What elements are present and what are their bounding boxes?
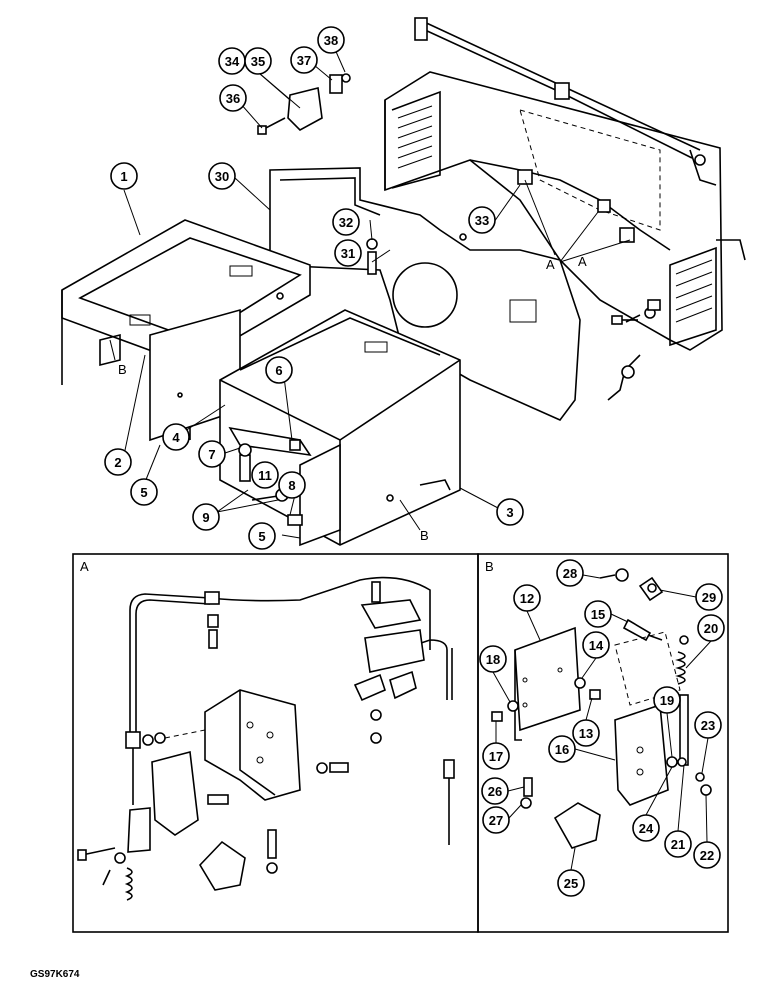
callout: 6 bbox=[265, 356, 293, 384]
callout: 11 bbox=[251, 461, 279, 489]
callout: 32 bbox=[332, 208, 360, 236]
svg-text:8: 8 bbox=[288, 478, 295, 493]
callout: 16 bbox=[548, 735, 576, 763]
callout: 29 bbox=[695, 583, 723, 611]
letter-label: B bbox=[118, 362, 127, 377]
callout: 33 bbox=[468, 206, 496, 234]
bolt-31-32 bbox=[366, 238, 641, 323]
callout: 25 bbox=[557, 869, 585, 897]
callout: 13 bbox=[572, 719, 600, 747]
callout: 37 bbox=[290, 46, 318, 74]
callout: 21 bbox=[664, 830, 692, 858]
svg-text:1: 1 bbox=[120, 169, 127, 184]
svg-text:14: 14 bbox=[589, 638, 604, 653]
svg-text:5: 5 bbox=[258, 529, 265, 544]
cowl-linkage bbox=[607, 315, 641, 401]
latch-assembly bbox=[257, 73, 351, 135]
callout: 2 bbox=[104, 448, 132, 476]
callout: 5 bbox=[248, 522, 276, 550]
svg-text:4: 4 bbox=[172, 430, 180, 445]
callout: 31 bbox=[334, 239, 362, 267]
panel-b-leaders bbox=[492, 574, 712, 871]
svg-text:27: 27 bbox=[489, 813, 503, 828]
svg-text:23: 23 bbox=[701, 718, 715, 733]
callout: 1 bbox=[110, 162, 138, 190]
svg-text:22: 22 bbox=[700, 848, 714, 863]
svg-text:13: 13 bbox=[579, 726, 593, 741]
callout: 17 bbox=[482, 742, 510, 770]
svg-text:16: 16 bbox=[555, 742, 569, 757]
svg-text:29: 29 bbox=[702, 590, 716, 605]
main-letters: A A B B bbox=[118, 254, 587, 543]
rear-cowl bbox=[384, 71, 723, 351]
svg-text:28: 28 bbox=[563, 566, 577, 581]
svg-text:3: 3 bbox=[506, 505, 513, 520]
svg-text:30: 30 bbox=[215, 169, 229, 184]
svg-text:26: 26 bbox=[488, 784, 502, 799]
callout: 5 bbox=[130, 478, 158, 506]
svg-text:2: 2 bbox=[114, 455, 121, 470]
svg-text:15: 15 bbox=[591, 607, 605, 622]
callout: 26 bbox=[481, 777, 509, 805]
bracket-assembly bbox=[228, 426, 341, 547]
svg-text:34: 34 bbox=[225, 54, 240, 69]
callout: 15 bbox=[584, 600, 612, 628]
svg-text:33: 33 bbox=[475, 213, 489, 228]
callout: 7 bbox=[198, 440, 226, 468]
callout: 8 bbox=[278, 471, 306, 499]
callout: 22 bbox=[693, 841, 721, 869]
callout: 19 bbox=[653, 686, 681, 714]
main-callouts: 1 2 3 4 5 5 6 7 8 9 11 30 31 32 33 34 35… bbox=[104, 26, 524, 550]
svg-text:7: 7 bbox=[208, 447, 215, 462]
callout: 28 bbox=[556, 559, 584, 587]
svg-text:38: 38 bbox=[324, 33, 338, 48]
svg-text:18: 18 bbox=[486, 652, 500, 667]
detail-panel-a: A bbox=[72, 553, 479, 933]
callout: 14 bbox=[582, 631, 610, 659]
detail-panel-b: B bbox=[477, 553, 729, 933]
svg-text:21: 21 bbox=[671, 837, 685, 852]
callout: 20 bbox=[697, 614, 725, 642]
svg-text:25: 25 bbox=[564, 876, 578, 891]
panel-b-label: B bbox=[485, 559, 494, 574]
drawing-code: GS97K674 bbox=[30, 969, 80, 980]
callout: 35 bbox=[244, 47, 272, 75]
callout: 18 bbox=[479, 645, 507, 673]
callout: 30 bbox=[208, 162, 236, 190]
svg-text:5: 5 bbox=[140, 485, 147, 500]
panel-a-label: A bbox=[80, 559, 89, 574]
svg-text:12: 12 bbox=[520, 591, 534, 606]
callout: 24 bbox=[632, 814, 660, 842]
callout: 12 bbox=[513, 584, 541, 612]
svg-text:17: 17 bbox=[489, 749, 503, 764]
svg-text:32: 32 bbox=[339, 215, 353, 230]
svg-text:31: 31 bbox=[341, 246, 355, 261]
callout: 34 bbox=[218, 47, 246, 75]
callout: 9 bbox=[192, 503, 220, 531]
letter-label: A bbox=[546, 257, 555, 272]
callout: 23 bbox=[694, 711, 722, 739]
support-rods bbox=[414, 17, 746, 319]
letter-label: A bbox=[578, 254, 587, 269]
panel-b-callouts: 12 13 14 15 16 17 18 19 20 21 22 23 24 2… bbox=[479, 559, 725, 897]
svg-text:11: 11 bbox=[258, 468, 272, 483]
callout: 3 bbox=[496, 498, 524, 526]
svg-text:24: 24 bbox=[639, 821, 654, 836]
svg-text:35: 35 bbox=[251, 54, 265, 69]
svg-text:20: 20 bbox=[704, 621, 718, 636]
main-exploded-view bbox=[61, 17, 746, 547]
letter-label: B bbox=[420, 528, 429, 543]
callout: 36 bbox=[219, 84, 247, 112]
svg-text:37: 37 bbox=[297, 53, 311, 68]
svg-text:9: 9 bbox=[202, 510, 209, 525]
callout: 4 bbox=[162, 423, 190, 451]
callout: 27 bbox=[482, 806, 510, 834]
callout: 38 bbox=[317, 26, 345, 54]
svg-text:36: 36 bbox=[226, 91, 240, 106]
svg-text:6: 6 bbox=[275, 363, 282, 378]
svg-text:19: 19 bbox=[660, 693, 674, 708]
